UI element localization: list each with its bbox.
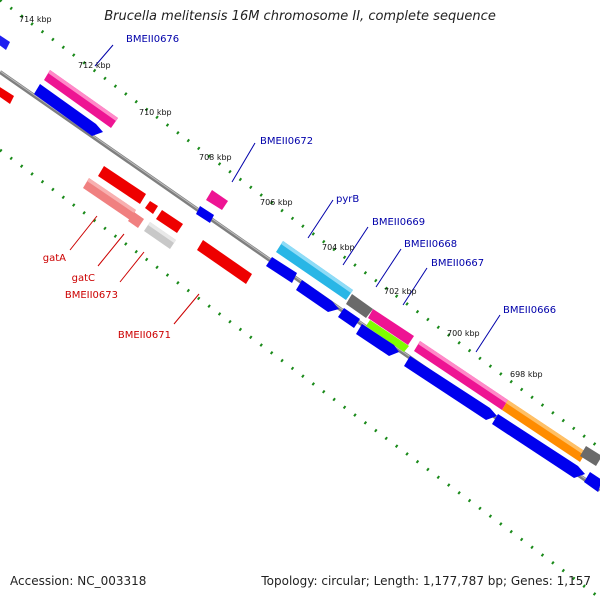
feature-bar[interactable] <box>44 70 118 128</box>
ruler-label: 706 kbp <box>260 198 293 207</box>
callout-line <box>342 226 369 266</box>
feature-bar[interactable] <box>346 294 373 318</box>
feature-bar[interactable] <box>266 257 297 283</box>
callout-line <box>119 251 145 283</box>
ruler-label: 704 kbp <box>322 243 355 252</box>
ruler-label: 698 kbp <box>510 370 543 379</box>
gene-label[interactable]: BMEII0668 <box>404 239 457 250</box>
feature-bar[interactable] <box>145 201 158 214</box>
ruler-label: 714 kbp <box>19 15 52 24</box>
callout-line <box>94 44 114 67</box>
ruler-label: 708 kbp <box>199 153 232 162</box>
callout-line <box>402 267 428 306</box>
callout-line <box>475 314 501 353</box>
feature-bar[interactable] <box>156 210 183 233</box>
callout-line <box>173 293 200 325</box>
feature-bar[interactable] <box>0 30 10 50</box>
feature-bar[interactable] <box>492 414 585 478</box>
feature-bar[interactable] <box>197 240 252 284</box>
upper-tick-track <box>0 0 600 450</box>
feature-bar[interactable] <box>356 324 399 356</box>
feature-bar[interactable] <box>502 400 586 462</box>
callout-line <box>69 215 98 251</box>
feature-bar[interactable] <box>338 308 360 328</box>
gene-label[interactable]: BMEII0666 <box>503 305 556 316</box>
ruler-label: 702 kbp <box>384 287 417 296</box>
ruler-label: 700 kbp <box>447 329 480 338</box>
feature-bar[interactable] <box>83 178 136 220</box>
gene-label[interactable]: BMEII0669 <box>372 217 425 228</box>
lower-tick-track <box>0 148 600 600</box>
gene-label[interactable]: gatA <box>43 253 66 264</box>
ruler-label: 710 kbp <box>139 108 172 117</box>
feature-bar[interactable] <box>580 446 600 466</box>
callout-line <box>375 248 402 288</box>
feature-bar[interactable] <box>34 84 103 136</box>
feature-bar[interactable] <box>144 222 176 249</box>
accession-text: Accession: NC_003318 <box>10 574 147 588</box>
gene-label[interactable]: gatC <box>72 273 95 284</box>
feature-bar[interactable] <box>98 166 146 204</box>
feature-bar[interactable] <box>414 341 508 410</box>
genome-summary-text: Topology: circular; Length: 1,177,787 bp… <box>261 574 591 588</box>
feature-bar[interactable] <box>196 206 214 223</box>
feature-bar[interactable] <box>368 309 414 345</box>
feature-bar[interactable] <box>276 241 353 300</box>
gene-label[interactable]: BMEII0671 <box>118 330 171 341</box>
callout-line <box>307 199 334 239</box>
feature-bar[interactable] <box>206 190 228 210</box>
feature-bar[interactable] <box>128 212 144 228</box>
feature-bar[interactable] <box>584 472 600 492</box>
callout-line <box>231 142 256 183</box>
gene-label[interactable]: BMEII0676 <box>126 34 179 45</box>
gene-label[interactable]: BMEII0673 <box>65 290 118 301</box>
feature-bar[interactable] <box>404 356 497 420</box>
feature-bar[interactable] <box>0 82 14 104</box>
ruler-label: 712 kbp <box>78 61 111 70</box>
gene-label[interactable]: pyrB <box>336 194 359 205</box>
feature-bar[interactable] <box>296 280 339 312</box>
gene-label[interactable]: BMEII0672 <box>260 136 313 147</box>
callout-line <box>97 233 125 267</box>
gene-label[interactable]: BMEII0667 <box>431 258 484 269</box>
feature-bar[interactable] <box>366 320 409 352</box>
map-title: Brucella melitensis 16M chromosome II, c… <box>104 9 496 24</box>
